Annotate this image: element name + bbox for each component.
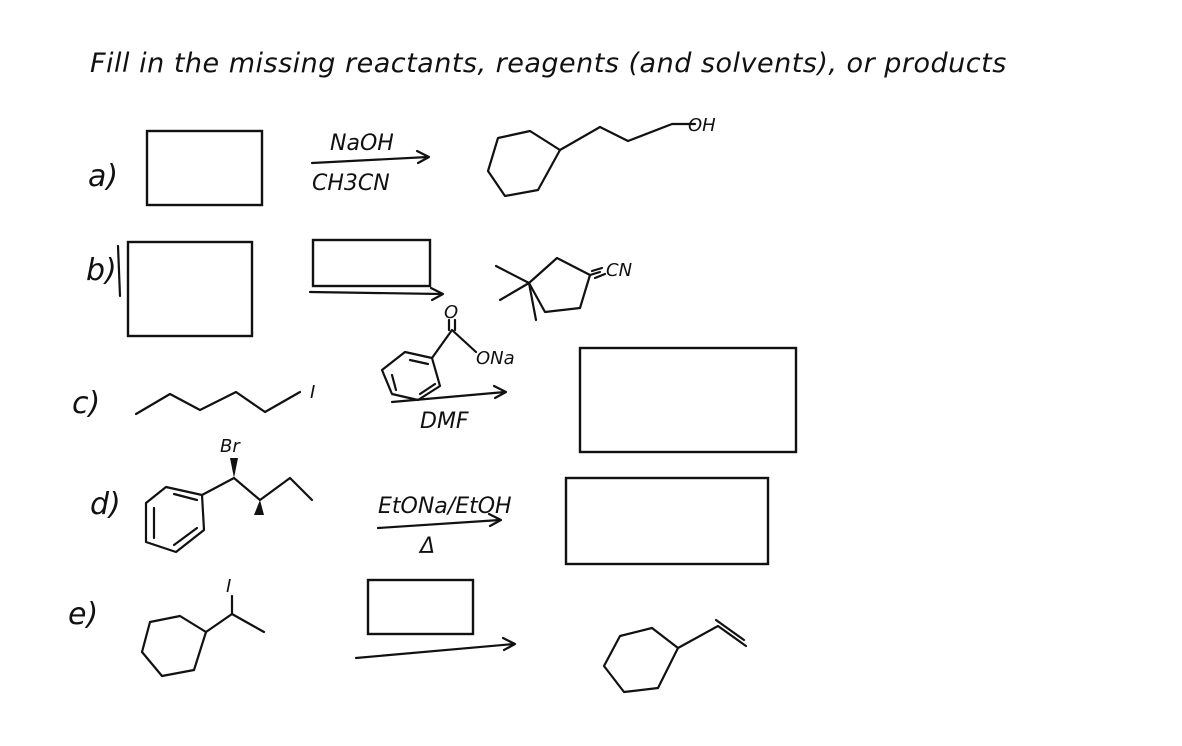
product-structure: CN [494,256,632,322]
reagent-structure: O ONa [380,302,515,402]
nitrile-group-label: CN [606,260,632,281]
product-structure [602,618,748,694]
reagent-top-label: NaOH [330,131,394,156]
reactant-structure: Br [144,436,314,554]
iodo-group-label: I [226,576,231,597]
problem-label: c) [72,386,100,421]
reactant-answer-box[interactable] [145,129,264,207]
problem-label: e) [68,597,98,632]
reactant-structure: I [134,382,315,416]
problem-b: b) CN [86,238,632,338]
reactant-answer-box[interactable] [126,240,254,338]
iodo-group-label: I [310,382,315,403]
product-answer-box[interactable] [564,476,770,566]
reaction-arrow [308,286,445,302]
reagent-bottom-label: Δ [418,534,435,559]
reagent-answer-box[interactable] [311,238,432,288]
problem-label: a) [88,159,118,194]
reaction-arrow [390,384,508,404]
problem-label: b) [86,253,117,288]
problem-d: d) Br EtONa/EtOH Δ [90,436,770,566]
reagent-bottom-label: DMF [420,409,469,434]
carbonyl-oxygen-label: O [444,302,458,323]
reaction-arrow [354,636,517,660]
problem-label: d) [90,487,121,522]
worksheet-title: Fill in the missing reactants, reagents … [90,48,1007,79]
bromo-group-label: Br [220,436,241,457]
problem-c: c) I O ONa DMF [72,302,798,454]
reagent-bottom-label: CH3CN [312,171,390,196]
product-structure: OH [486,115,716,198]
reactant-structure: I [140,576,266,678]
problem-e: e) I [68,576,748,694]
reaction-arrow [376,512,503,530]
reaction-arrow [310,149,431,165]
hydroxyl-group-label: OH [688,115,716,136]
carboxylate-group-label: ONa [476,348,515,369]
problem-a: a) NaOH CH3CN OH [88,115,716,207]
product-answer-box[interactable] [578,346,798,454]
reagent-answer-box[interactable] [366,578,475,636]
